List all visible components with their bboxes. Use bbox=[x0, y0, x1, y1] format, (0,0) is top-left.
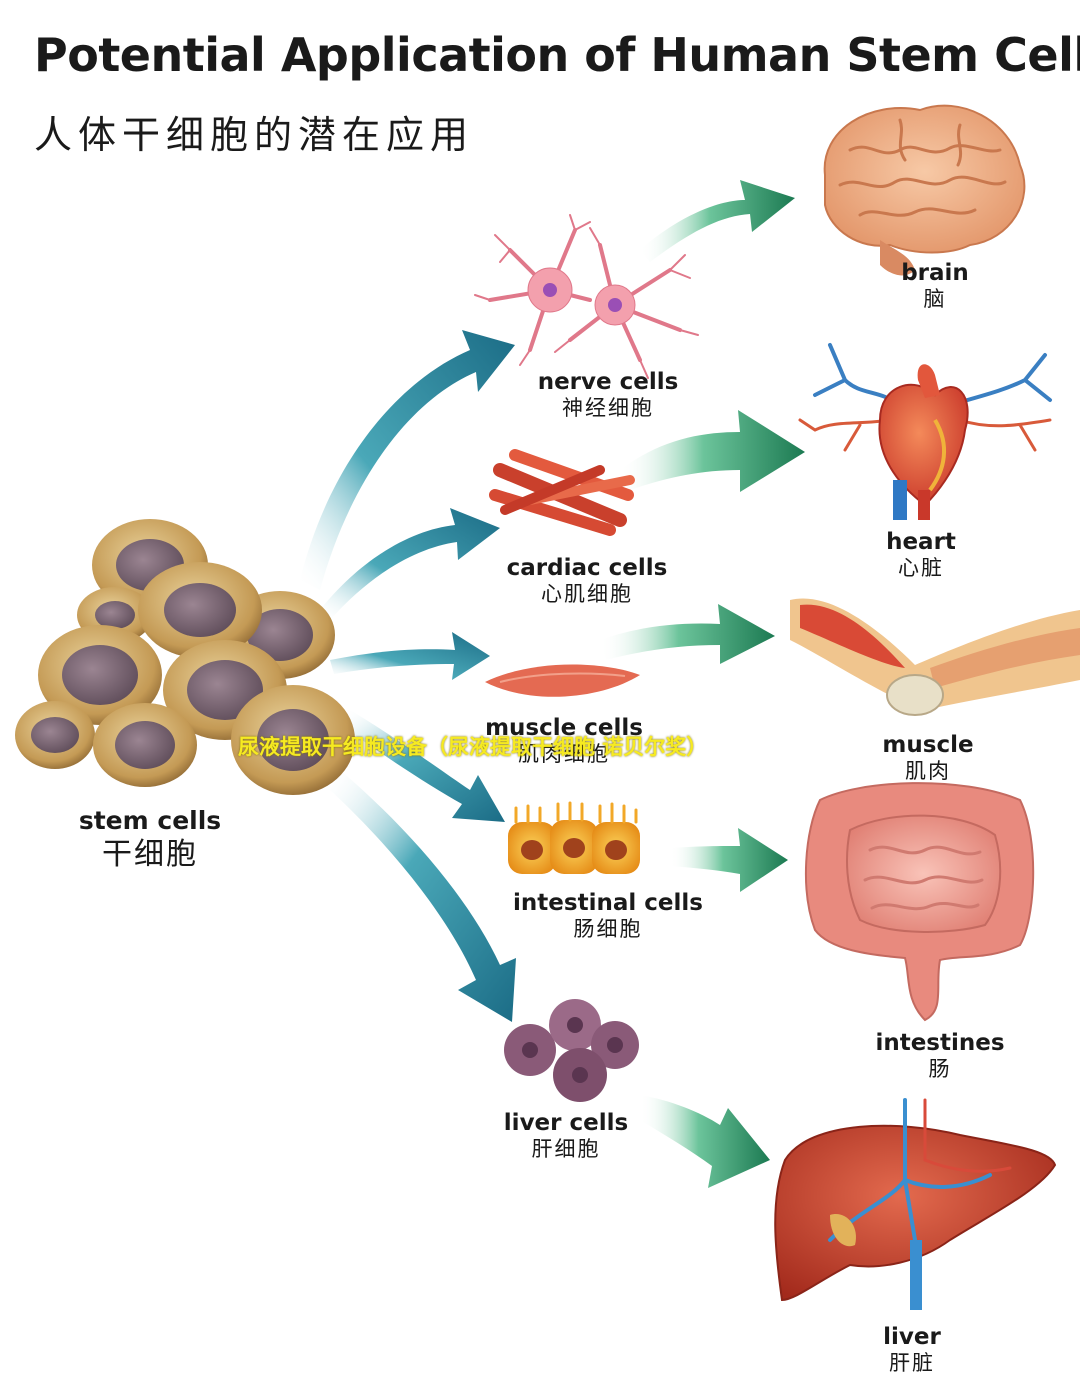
liver-label-zh: 肝脏 bbox=[888, 1351, 935, 1376]
cardiac-cells-label-en: cardiac cells bbox=[506, 555, 668, 581]
arrow-to-intestinal-cells bbox=[345, 710, 505, 822]
overlay-caption: 尿液提取干细胞设备（尿液提取干细胞 诺贝尔奖） bbox=[238, 735, 708, 759]
intestinal-cells-label-zh: 肠细胞 bbox=[573, 917, 643, 942]
intestinal-cells-label-en: intestinal cells bbox=[513, 890, 703, 916]
arrow-to-brain bbox=[640, 180, 795, 262]
stem-cell bbox=[231, 685, 355, 795]
cardiac-cells-illustration bbox=[489, 449, 635, 536]
arrow-to-cardiac-cells bbox=[320, 508, 500, 620]
muscle-label-zh: 肌肉 bbox=[905, 759, 951, 784]
heart-label-en: heart bbox=[886, 529, 956, 555]
heart-illustration bbox=[798, 343, 1052, 520]
stem-cell bbox=[93, 703, 197, 787]
heart-label: heart 心脏 bbox=[886, 528, 956, 582]
intestines-illustration bbox=[804, 782, 1035, 1022]
intestines-label-en: intestines bbox=[875, 1030, 1005, 1056]
arrow-to-muscle-cells bbox=[330, 632, 490, 680]
stem-cell bbox=[138, 562, 262, 658]
liver-cells-label-zh: 肝细胞 bbox=[531, 1137, 601, 1162]
liver-cells-illustration bbox=[504, 999, 639, 1102]
nerve-cells-label-zh: 神经细胞 bbox=[561, 396, 654, 421]
muscle-cells-label-en: muscle cells bbox=[485, 715, 643, 741]
liver-label-en: liver bbox=[883, 1324, 941, 1350]
arrow-to-muscle bbox=[600, 604, 775, 664]
brain-label-en: brain bbox=[901, 260, 969, 286]
liver-label: liver 肝脏 bbox=[883, 1323, 941, 1377]
brain-label-zh: 脑 bbox=[923, 287, 947, 312]
muscle-label-en: muscle bbox=[882, 732, 974, 758]
stem-cells-label-en: stem cells bbox=[78, 806, 222, 835]
intestines-label: intestines 肠 bbox=[875, 1029, 1004, 1083]
page-title: Potential Application of Human Stem Cell… bbox=[34, 28, 1080, 82]
page-subtitle: 人体干细胞的潜在应用 bbox=[34, 113, 475, 157]
cardiac-cells-label: cardiac cells 心肌细胞 bbox=[507, 554, 668, 608]
nerve-cells-illustration bbox=[474, 214, 699, 379]
brain-illustration bbox=[823, 104, 1026, 276]
nerve-cells-label-en: nerve cells bbox=[537, 369, 679, 395]
stem-cell-cluster bbox=[15, 519, 355, 795]
brain-label: brain 脑 bbox=[901, 259, 969, 313]
heart-label-zh: 心脏 bbox=[898, 556, 944, 581]
liver-cells-label: liver cells 肝细胞 bbox=[504, 1109, 628, 1163]
intestinal-cells-label: intestinal cells 肠细胞 bbox=[513, 889, 703, 943]
arrow-to-liver bbox=[640, 1095, 770, 1188]
cell-to-organ-arrows bbox=[600, 180, 805, 1188]
cardiac-cells-label-zh: 心肌细胞 bbox=[540, 582, 633, 607]
arrow-to-heart bbox=[620, 410, 805, 492]
stem-cell bbox=[15, 701, 95, 769]
arrow-to-nerve-cells bbox=[300, 330, 515, 590]
muscle-cells-label-zh: 肌肉细胞 bbox=[517, 742, 610, 767]
arrow-to-intestines bbox=[670, 828, 788, 892]
stem-cell bbox=[38, 625, 162, 725]
stem-cells-label: stem cells 干细胞 bbox=[79, 806, 221, 873]
nerve-cells-label: nerve cells 神经细胞 bbox=[538, 368, 679, 422]
muscle-label: muscle 肌肉 bbox=[882, 731, 973, 785]
intestines-label-zh: 肠 bbox=[928, 1057, 952, 1082]
stem-cells-label-zh: 干细胞 bbox=[102, 836, 198, 872]
muscle-cell-illustration bbox=[485, 664, 640, 697]
muscle-cells-label: muscle cells 肌肉细胞 bbox=[485, 714, 643, 768]
arm-muscle-illustration bbox=[790, 598, 1080, 716]
liver-illustration bbox=[774, 1098, 1057, 1310]
liver-cells-label-en: liver cells bbox=[503, 1110, 629, 1136]
stem-to-cell-arrows bbox=[300, 330, 516, 1022]
arrow-to-liver-cells bbox=[330, 770, 516, 1022]
intestinal-cells-illustration bbox=[508, 801, 640, 874]
